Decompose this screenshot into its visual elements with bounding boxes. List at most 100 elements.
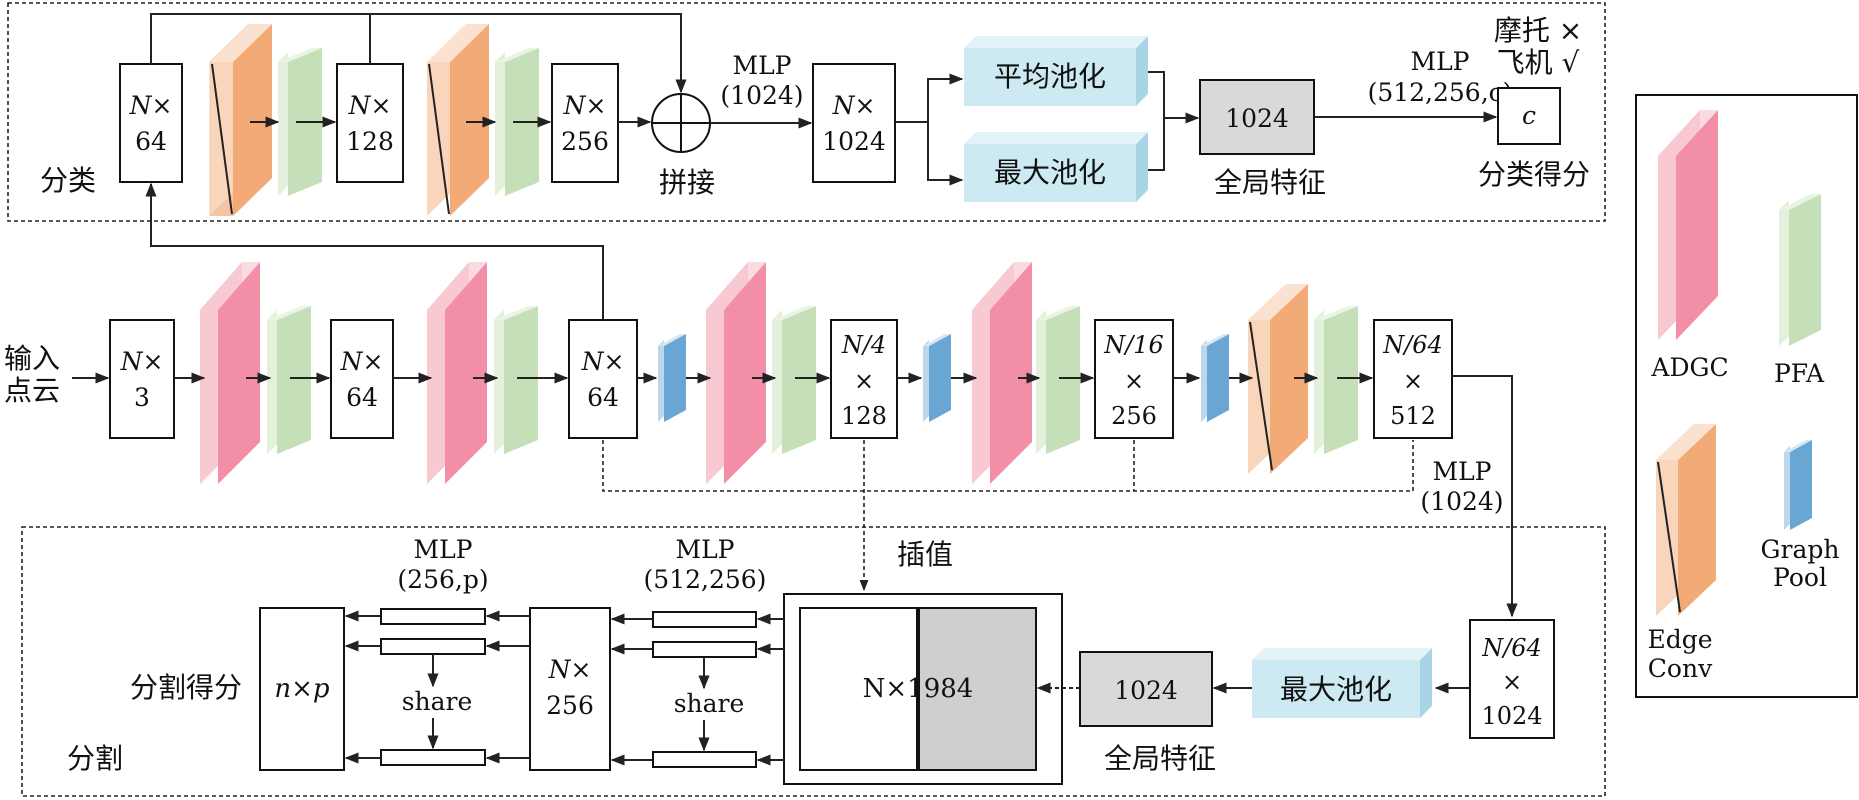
interp-label: 插值 bbox=[897, 538, 953, 571]
seg-concat-box: N×1984 bbox=[783, 593, 1063, 785]
seg-connectors bbox=[344, 610, 1470, 766]
seg-mlp-512-label: MLP (512,256) bbox=[644, 535, 767, 594]
svg-text:点云: 点云 bbox=[4, 374, 60, 407]
svg-text:(1024): (1024) bbox=[720, 81, 803, 110]
bb-adgc-1 bbox=[200, 262, 260, 484]
svg-text:最大池化: 最大池化 bbox=[1280, 673, 1392, 706]
share-label-left: share bbox=[402, 687, 473, 716]
input-label: 输入 点云 bbox=[4, 342, 60, 407]
interp-dashed-connectors bbox=[602, 440, 1414, 592]
seg-output-box: n×p bbox=[259, 607, 345, 771]
bb-pfa-1 bbox=[267, 306, 311, 454]
cls-mlp-512-label: MLP (512,256,c) bbox=[1368, 47, 1513, 107]
svg-text:64: 64 bbox=[346, 383, 378, 412]
legend-edgeconv-label: Edge Conv bbox=[1647, 625, 1713, 683]
svg-text:N×: N× bbox=[548, 655, 592, 684]
svg-text:(1024): (1024) bbox=[1420, 487, 1503, 516]
bb-pfa-2 bbox=[494, 306, 538, 454]
bb-graphpool-2 bbox=[923, 334, 951, 422]
svg-text:×: × bbox=[854, 367, 874, 395]
bb-adgc-3 bbox=[706, 262, 766, 484]
svg-text:Pool: Pool bbox=[1773, 563, 1827, 592]
legend-adgc-label: ADGC bbox=[1650, 353, 1728, 382]
svg-text:MLP: MLP bbox=[413, 535, 472, 564]
svg-text:N/64: N/64 bbox=[1382, 331, 1443, 359]
concat-circle bbox=[651, 93, 711, 153]
svg-text:N×: N× bbox=[129, 91, 173, 120]
svg-text:1024: 1024 bbox=[1114, 676, 1178, 705]
svg-text:N/4: N/4 bbox=[841, 331, 886, 359]
share-label-right: share bbox=[674, 689, 745, 718]
bb-block-n64-c: N/64 × 512 bbox=[1373, 319, 1453, 439]
classification-section-border bbox=[7, 2, 1606, 222]
bb-graphpool-1 bbox=[658, 334, 686, 422]
svg-text:64: 64 bbox=[135, 127, 167, 156]
svg-text:MLP: MLP bbox=[1432, 457, 1491, 486]
seg-max-pool-box: 最大池化 bbox=[1252, 648, 1432, 718]
bb-block-n64-b: N× 64 bbox=[568, 319, 638, 439]
cls-mlp-1024-label: MLP (1024) bbox=[720, 51, 803, 110]
svg-text:N×: N× bbox=[348, 91, 392, 120]
svg-text:3: 3 bbox=[134, 383, 150, 412]
svg-text:n×p: n×p bbox=[274, 674, 330, 704]
legend-adgc-swatch bbox=[1658, 110, 1718, 340]
svg-text:×: × bbox=[1502, 668, 1522, 696]
svg-text:256: 256 bbox=[1111, 402, 1157, 430]
svg-text:1024: 1024 bbox=[1481, 702, 1542, 730]
svg-text:平均池化: 平均池化 bbox=[994, 60, 1106, 93]
bb-block-n16: N/16 × 256 bbox=[1094, 319, 1174, 439]
svg-text:×: × bbox=[1403, 367, 1423, 395]
legend-graphpool-label: Graph Pool bbox=[1761, 535, 1840, 592]
cls-block-n64: N× 64 bbox=[119, 63, 183, 183]
cls-block-n256: N× 256 bbox=[551, 63, 619, 183]
cls-global-feature-label: 全局特征 bbox=[1214, 166, 1326, 199]
bb-block-n4: N/4 × 128 bbox=[830, 319, 898, 439]
bb-edgeconv bbox=[1248, 284, 1308, 474]
seg-block-n64: N/64 × 1024 bbox=[1469, 619, 1555, 739]
svg-text:N/16: N/16 bbox=[1103, 331, 1164, 359]
svg-text:Conv: Conv bbox=[1648, 654, 1713, 683]
legend-graphpool-swatch bbox=[1784, 440, 1812, 530]
concat-label: 拼接 bbox=[659, 166, 715, 199]
classification-label: 分类 bbox=[40, 164, 96, 197]
svg-text:Edge: Edge bbox=[1647, 625, 1712, 654]
cls-edgeconv-1 bbox=[209, 22, 272, 218]
seg-global-feature-label: 全局特征 bbox=[1104, 742, 1216, 775]
legend-pfa-label: PFA bbox=[1774, 359, 1825, 388]
svg-text:N×: N× bbox=[832, 91, 876, 120]
seg-score-label: 分割得分 bbox=[130, 671, 242, 704]
bb-block-n3: N× 3 bbox=[109, 319, 175, 439]
cls-block-n128: N× 128 bbox=[336, 63, 404, 183]
svg-text:MLP: MLP bbox=[1410, 47, 1469, 76]
svg-text:128: 128 bbox=[841, 402, 887, 430]
svg-text:1024: 1024 bbox=[822, 127, 886, 156]
svg-text:MLP: MLP bbox=[675, 535, 734, 564]
bb-mlp-1024-label: MLP (1024) bbox=[1420, 457, 1503, 516]
bb-block-n64-a: N× 64 bbox=[330, 319, 394, 439]
cls-score-label: 分类得分 bbox=[1478, 158, 1590, 191]
bb-pfa-4 bbox=[1036, 306, 1080, 454]
bb-adgc-2 bbox=[427, 262, 487, 484]
svg-text:1024: 1024 bbox=[1225, 104, 1289, 133]
cls-example-results: 摩托 × 飞机 √ bbox=[1494, 14, 1582, 79]
svg-text:N×: N× bbox=[563, 91, 607, 120]
svg-text:N×1984: N×1984 bbox=[863, 674, 974, 704]
svg-text:飞机 √: 飞机 √ bbox=[1497, 46, 1580, 79]
avg-pool-box: 平均池化 bbox=[964, 36, 1148, 106]
seg-block-n256: N× 256 bbox=[529, 607, 611, 771]
svg-text:128: 128 bbox=[346, 127, 394, 156]
svg-text:(512,256,c): (512,256,c) bbox=[1368, 78, 1513, 107]
svg-text:MLP: MLP bbox=[732, 51, 791, 80]
legend-pfa-swatch bbox=[1779, 194, 1821, 346]
svg-text:(512,256): (512,256) bbox=[644, 565, 767, 594]
cls-global-feature-box: 1024 bbox=[1199, 79, 1315, 155]
svg-text:512: 512 bbox=[1390, 402, 1436, 430]
svg-text:c: c bbox=[1522, 101, 1536, 130]
segmentation-section-border bbox=[21, 526, 1606, 797]
svg-text:×: × bbox=[1124, 367, 1144, 395]
cls-connectors bbox=[145, 13, 1498, 320]
cls-block-n1024: N× 1024 bbox=[812, 63, 896, 183]
cls-edgeconv-2 bbox=[427, 24, 489, 216]
svg-text:N×: N× bbox=[340, 347, 384, 376]
svg-text:输入: 输入 bbox=[4, 342, 60, 375]
